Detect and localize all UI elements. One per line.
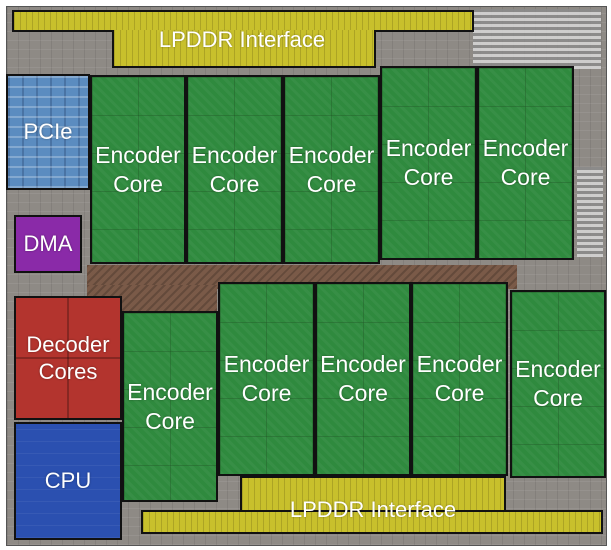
encoder-core-sublabel: Core — [434, 380, 485, 406]
encoder-core-sublabel: Core — [209, 170, 260, 197]
pcie-block: PCIe — [6, 74, 90, 190]
encoder-core-label: Encoder — [515, 356, 601, 383]
io-pad-region-top-right — [473, 9, 601, 69]
dma-block: DMA — [14, 215, 82, 273]
encoder-core-label: Encoder — [320, 351, 406, 378]
encoder-core-label: Encoder — [288, 141, 375, 168]
io-pad-region-right — [577, 167, 603, 257]
cpu-label: CPU — [44, 468, 92, 494]
encoder-core-label: Encoder — [385, 135, 472, 162]
encoder-core-label: Encoder — [191, 141, 278, 168]
encoder-core-label: Encoder — [95, 141, 181, 168]
encoder-core-sublabel: Core — [338, 380, 388, 406]
pcie-label: PCIe — [23, 119, 73, 145]
encoder-core-label: Encoder — [127, 378, 213, 405]
encoder-core-sublabel: Core — [403, 164, 454, 190]
encoder-core-sublabel: Core — [500, 164, 551, 190]
lpddr-interface-top-center — [112, 30, 376, 68]
lpddr-top-label: LPDDR Interface — [158, 27, 326, 52]
encoder-core-sublabel: Core — [241, 380, 292, 406]
encoder-core-sublabel: Core — [145, 407, 195, 434]
encoder-core-label: Encoder — [416, 351, 503, 378]
encoder-core-sublabel: Core — [533, 385, 583, 411]
encoder-core-sublabel: Core — [113, 170, 163, 197]
lpddr-interface-bottom — [141, 510, 603, 534]
dma-label: DMA — [23, 231, 73, 257]
lpddr-bottom-label: LPDDR Interface — [289, 497, 457, 522]
decoder-label-line2: Cores — [38, 359, 98, 384]
decoder-label-line1: Decoder — [26, 331, 110, 357]
encoder-core-label: Encoder — [482, 135, 569, 162]
lpddr-interface-bottom-center — [240, 476, 506, 516]
encoder-core-label: Encoder — [223, 351, 310, 378]
encoder-core-sublabel: Core — [306, 170, 357, 197]
cpu-block: CPU — [14, 422, 122, 540]
decoder-cores-block: Decoder Cores — [14, 296, 122, 420]
